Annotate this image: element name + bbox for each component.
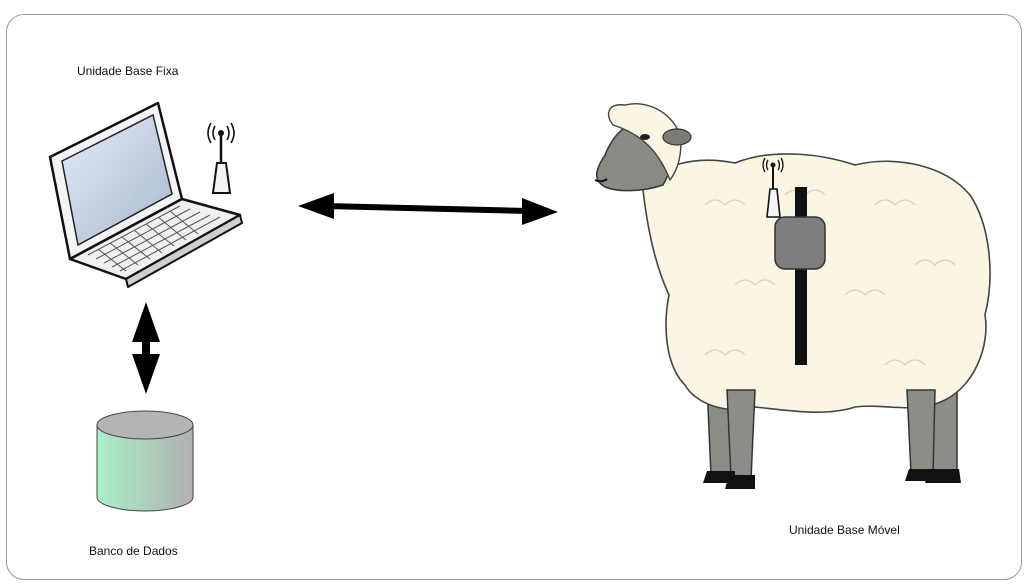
database-label: Banco de Dados	[89, 544, 178, 558]
laptop-icon	[48, 101, 243, 288]
wireless-link-arrow	[298, 193, 558, 225]
mobile-base-label: Unidade Base Móvel	[789, 523, 900, 537]
sheep-icon	[594, 103, 991, 489]
database-icon	[96, 410, 194, 512]
fixed-base-label: Unidade Base Fixa	[77, 64, 179, 78]
database-link-arrow	[132, 302, 160, 394]
diagram-frame	[6, 14, 1022, 580]
